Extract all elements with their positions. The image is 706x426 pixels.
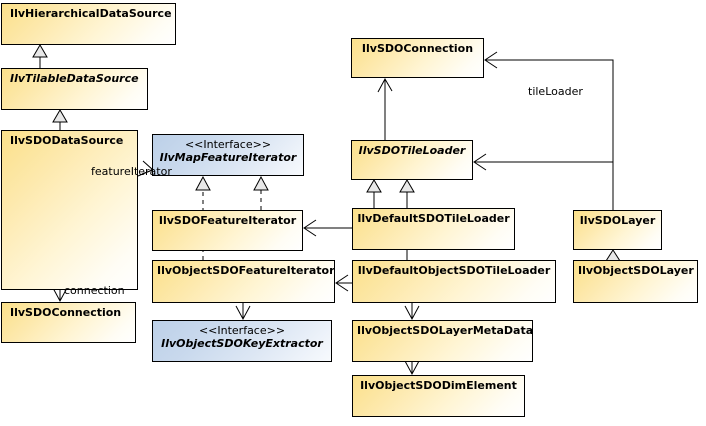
interface-box-object-sdo-key-extractor[interactable]: <<Interface>> IlvObjectSDOKeyExtractor xyxy=(152,320,332,362)
interface-box-map-feature-iterator[interactable]: <<Interface>> IlvMapFeatureIterator xyxy=(152,134,304,176)
class-box-default-sdo-tile-loader[interactable]: IlvDefaultSDOTileLoader xyxy=(352,208,515,250)
association-defaultobjectsdotileloader-to-objectsdofeatureiterator xyxy=(335,274,352,292)
class-box-sdo-connection-top[interactable]: IlvSDOConnection xyxy=(351,38,484,78)
edge-label-connection: connection xyxy=(64,284,125,297)
class-box-object-sdo-dim-element[interactable]: IlvObjectSDODimElement xyxy=(352,375,525,417)
generalization-tilable-to-hierarchical xyxy=(32,44,48,68)
class-box-hierarchical-data-source[interactable]: IlvHierarchicalDataSource xyxy=(1,3,176,45)
class-name: IlvSDOConnection xyxy=(10,306,122,319)
class-name: IlvObjectSDOLayer xyxy=(578,264,694,277)
generalization-sdodatasource-to-tilable xyxy=(52,109,68,130)
class-name: IlvSDOLayer xyxy=(579,214,656,227)
association-tileloader xyxy=(473,51,614,210)
association-defaultobjectsdotileloader-to-layermetadata xyxy=(404,303,420,321)
class-name: IlvDefaultObjectSDOTileLoader xyxy=(357,264,551,277)
realization-sdofeatureiterator-to-mapfeatureiterator xyxy=(253,175,269,210)
stereotype-label: <<Interface>> xyxy=(184,138,272,151)
class-name: IlvObjectSDOLayerMetaData xyxy=(357,324,533,337)
class-box-sdo-data-source[interactable]: IlvSDODataSource xyxy=(1,130,138,290)
edge-label-tile-loader: tileLoader xyxy=(528,85,583,98)
association-sdotileloader-to-sdoconnection xyxy=(377,77,393,140)
stereotype-label: <<Interface>> xyxy=(198,324,286,337)
class-box-sdo-connection-left[interactable]: IlvSDOConnection xyxy=(1,302,136,343)
class-name: IlvDefaultSDOTileLoader xyxy=(357,212,510,225)
class-name: IlvObjectSDOFeatureIterator xyxy=(157,264,335,277)
class-name: IlvSDODataSource xyxy=(10,134,124,147)
class-name: IlvTilableDataSource xyxy=(10,72,139,85)
association-defaultsdotileloader-to-sdofeatureiterator xyxy=(303,219,352,237)
class-name: IlvHierarchicalDataSource xyxy=(10,7,172,20)
class-name: IlvObjectSDOKeyExtractor xyxy=(161,337,323,350)
class-box-default-object-sdo-tile-loader[interactable]: IlvDefaultObjectSDOTileLoader xyxy=(352,260,556,303)
class-box-sdo-layer[interactable]: IlvSDOLayer xyxy=(573,210,662,250)
association-layermetadata-to-dimelement xyxy=(404,360,420,376)
class-name: IlvSDOTileLoader xyxy=(358,144,466,157)
class-name: IlvMapFeatureIterator xyxy=(159,151,297,164)
class-box-object-sdo-layer[interactable]: IlvObjectSDOLayer xyxy=(573,260,698,303)
class-box-tilable-data-source[interactable]: IlvTilableDataSource xyxy=(1,68,148,110)
generalization-defaultsdotileloader-to-sdotileloader xyxy=(366,179,382,208)
edge-label-feature-iterator: featureIterator xyxy=(91,165,172,178)
class-box-sdo-feature-iterator[interactable]: IlvSDOFeatureIterator xyxy=(152,210,303,251)
class-box-object-sdo-layer-meta-data[interactable]: IlvObjectSDOLayerMetaData xyxy=(352,320,533,362)
association-objectsdofeatureiterator-to-keyextractor xyxy=(235,303,251,321)
class-name: IlvSDOFeatureIterator xyxy=(158,214,297,227)
class-name: IlvSDOConnection xyxy=(361,42,474,55)
class-box-sdo-tile-loader[interactable]: IlvSDOTileLoader xyxy=(351,140,473,180)
class-name: IlvObjectSDODimElement xyxy=(360,379,517,392)
class-box-object-sdo-feature-iterator[interactable]: IlvObjectSDOFeatureIterator xyxy=(152,260,335,303)
